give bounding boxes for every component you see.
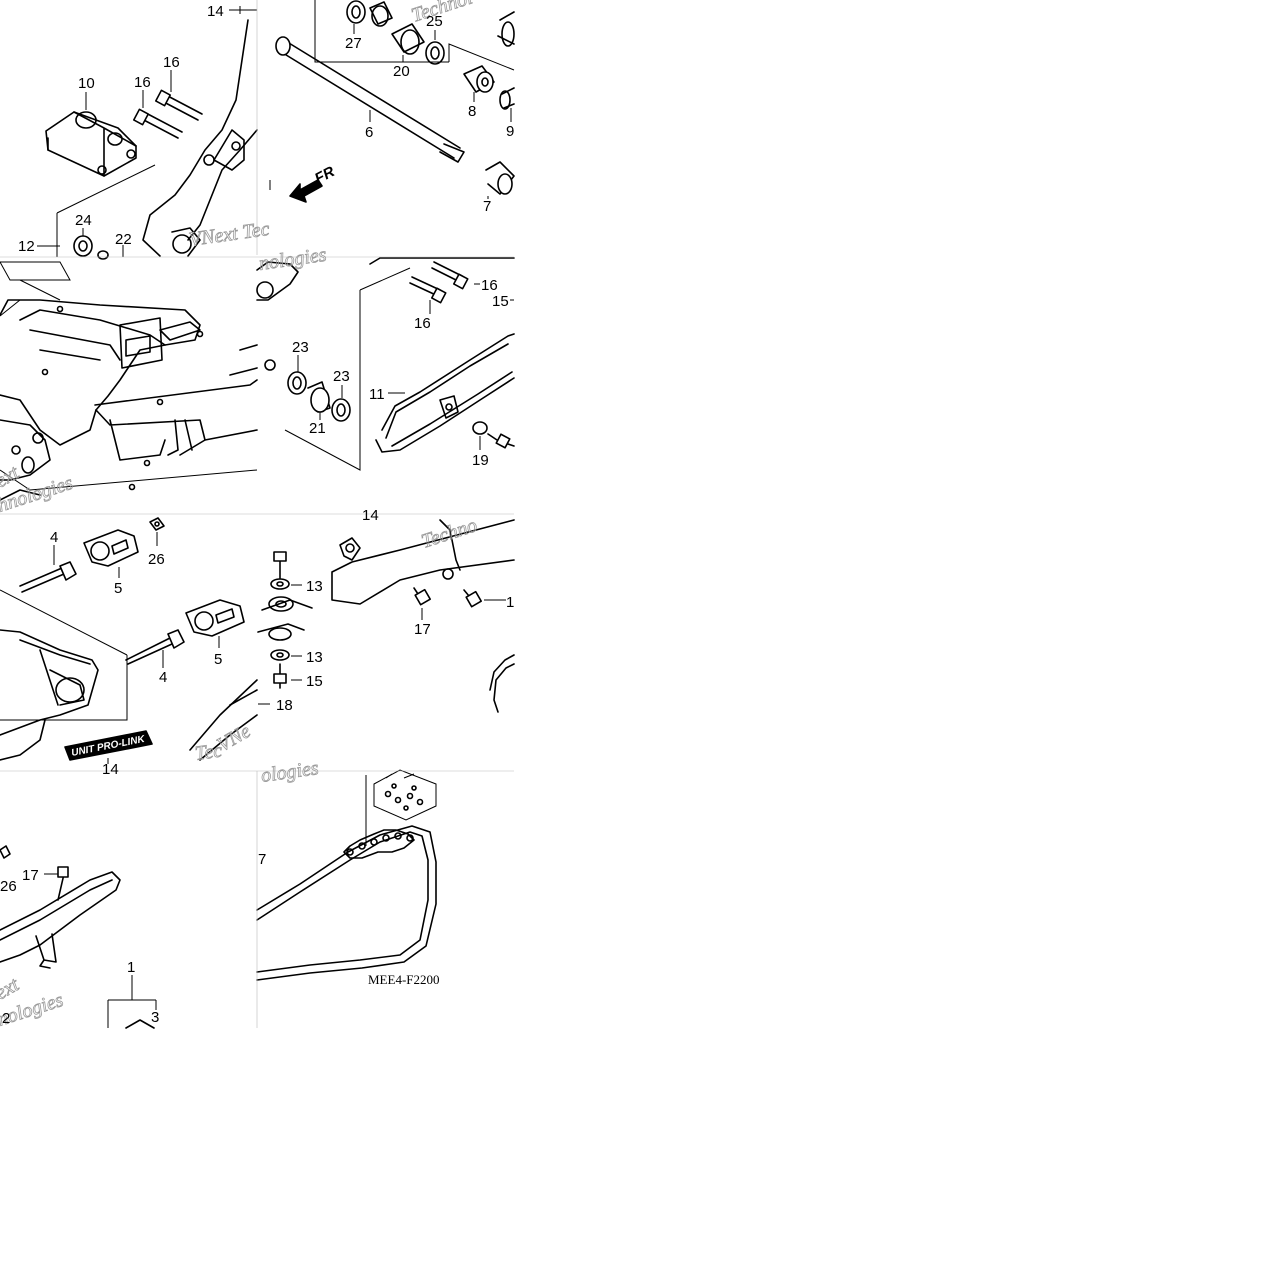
tile-swingarm-pivot — [37, 6, 258, 260]
pivot-shaft-6 — [277, 39, 461, 159]
seal-23 — [287, 371, 307, 395]
swingarm-body — [0, 299, 201, 446]
callout-16: 16 — [481, 277, 498, 294]
bolt-17 — [57, 873, 65, 901]
logo-plate — [64, 730, 153, 761]
callout-14: 14 — [207, 3, 224, 20]
adjust-bolt-4 — [19, 567, 65, 593]
tile-pivot-shaft: FR — [269, 0, 515, 203]
callout-4: 4 — [159, 669, 167, 686]
adjuster-plate-5 — [83, 529, 139, 567]
callout-23: 23 — [333, 368, 350, 385]
callout-26: 26 — [0, 878, 17, 895]
fr-arrow-icon — [289, 179, 323, 203]
watermark: Techno — [419, 514, 480, 553]
nut-26 — [149, 517, 165, 531]
callout-1: 1 — [127, 959, 135, 976]
callout-12: 12 — [18, 238, 35, 255]
adjuster-plate-5 — [185, 599, 245, 637]
callout-27: 27 — [345, 35, 362, 52]
callout-16: 16 — [414, 315, 431, 332]
logo-text: UNIT PRO-LINK — [70, 734, 146, 759]
callout-17: 17 — [414, 621, 431, 638]
callout-18: 18 — [276, 697, 293, 714]
tile-swingarm-body — [0, 261, 258, 501]
callout-5: 5 — [214, 651, 222, 668]
washer-13 — [270, 649, 290, 661]
collar-7 — [485, 161, 515, 195]
callout-15: 15 — [492, 293, 509, 310]
callout-7: 7 — [483, 198, 491, 215]
tile-chain-adjusters: UNIT PRO-LINK — [0, 517, 258, 764]
bearing-25 — [369, 1, 393, 25]
callout-25: 25 — [426, 13, 443, 30]
callout-14: 14 — [102, 761, 119, 778]
tile-drive-chain: MEE4-F2200 — [256, 769, 440, 987]
callout-8: 8 — [468, 103, 476, 120]
watermark: ologies — [260, 757, 320, 787]
drawing-code: MEE4-F2200 — [368, 972, 440, 987]
callout-7: 7 — [258, 851, 266, 868]
watermark: nologies — [258, 244, 328, 275]
watermark: ext — [0, 973, 23, 1004]
bolt-16 — [139, 111, 183, 139]
callout-21: 21 — [309, 420, 326, 437]
callout-23: 23 — [292, 339, 309, 356]
bracket-10 — [45, 111, 137, 177]
callout-10: 10 — [78, 75, 95, 92]
callout-19: 19 — [472, 452, 489, 469]
callouts: 14 10 16 16 24 12 22 27 25 20 6 8 9 7 16… — [0, 3, 514, 1027]
chain-slider-11 — [375, 333, 515, 453]
callout-9: 9 — [506, 123, 514, 140]
tile-chain-guard — [0, 845, 157, 1029]
washer-24 — [73, 235, 93, 257]
callout-15: 15 — [306, 673, 323, 690]
swingarm-frame — [142, 19, 258, 257]
callout-3: 3 — [151, 1009, 159, 1026]
callout-17: 17 — [22, 867, 39, 884]
callout-20: 20 — [393, 63, 410, 80]
callout-1x: 1 — [506, 594, 514, 611]
seal-27 — [346, 0, 366, 24]
chain-guard — [0, 871, 121, 963]
callout-22: 22 — [115, 231, 132, 248]
callout-26: 26 — [148, 551, 165, 568]
guard-bracket — [331, 519, 515, 605]
callout-5: 5 — [114, 580, 122, 597]
callout-14: 14 — [362, 507, 379, 524]
watermark: Tec — [194, 739, 224, 765]
callout-16: 16 — [134, 74, 151, 91]
collar-20 — [391, 23, 425, 53]
tile-dividers — [0, 0, 514, 1028]
tile-guard-mount — [229, 519, 515, 713]
washer-13 — [270, 578, 290, 590]
callout-24: 24 — [75, 212, 92, 229]
callout-11: 11 — [369, 386, 385, 403]
collar-8 — [463, 65, 495, 93]
callout-13: 13 — [306, 578, 323, 595]
drive-chain — [256, 831, 429, 973]
callout-16: 16 — [163, 54, 180, 71]
callout-6: 6 — [365, 124, 373, 141]
callout-2: 2 — [2, 1010, 10, 1027]
callout-4: 4 — [50, 529, 58, 546]
tile-chain-slider — [256, 257, 515, 471]
seal-20 — [425, 41, 445, 65]
adjust-bolt-4 — [125, 637, 173, 665]
callout-13: 13 — [306, 649, 323, 666]
seal-23 — [331, 398, 351, 422]
